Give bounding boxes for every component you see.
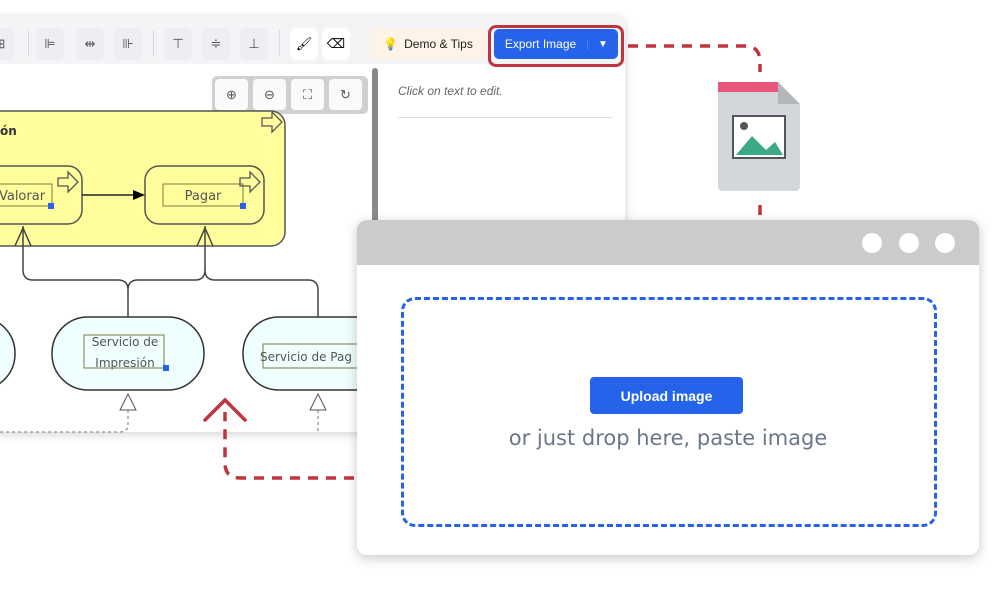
- align-middle-button[interactable]: ≑: [202, 28, 230, 60]
- node-label: Pagar: [185, 189, 222, 204]
- align-center-button[interactable]: ⇹: [76, 28, 104, 60]
- service-label: Servicio de: [92, 335, 158, 349]
- export-image-button[interactable]: Export Image ▼: [494, 29, 618, 59]
- export-label: Export Image: [504, 37, 577, 51]
- service-node: [0, 322, 16, 385]
- eraser-icon[interactable]: ⌫: [322, 28, 350, 60]
- service-label: Servicio de Pag: [260, 350, 352, 364]
- zoom-controls: ⊕ ⊖ ⛶ ↻: [212, 76, 368, 114]
- process-arrow-icon: [57, 110, 283, 194]
- demo-tips-button[interactable]: 💡 Demo & Tips: [370, 28, 486, 60]
- resize-handle: [240, 203, 246, 209]
- node-label: Valorar: [0, 189, 46, 204]
- window-titlebar: [357, 220, 979, 265]
- upload-browser-window: Upload image or just drop here, paste im…: [357, 220, 979, 555]
- image-file-icon: [718, 82, 800, 191]
- drop-instructions: or just drop here, paste image: [508, 426, 828, 450]
- scrollbar[interactable]: [372, 68, 378, 268]
- upload-image-button[interactable]: Upload image: [590, 377, 743, 414]
- align-top-button[interactable]: ⊤: [164, 28, 192, 60]
- divider: [153, 30, 154, 56]
- connectors: [22, 226, 319, 318]
- zoom-out-icon[interactable]: ⊖: [253, 79, 286, 110]
- distribute-button[interactable]: ⊞: [0, 28, 14, 60]
- zoom-in-icon[interactable]: ⊕: [215, 79, 248, 110]
- window-dot: [862, 233, 882, 253]
- text-box: [162, 183, 244, 207]
- fit-screen-icon[interactable]: ⛶: [291, 79, 324, 110]
- divider: [279, 30, 280, 56]
- toolbar: ⊞ ⊫ ⇹ ⊪ ⊤ ≑ ⊥ 🖌 ⌫ 💡 Demo & Tips Export Im…: [0, 16, 625, 64]
- chevron-down-icon[interactable]: ▼: [587, 38, 618, 50]
- divider: [398, 117, 612, 118]
- window-dot: [899, 233, 919, 253]
- align-right-button[interactable]: ⊪: [114, 28, 142, 60]
- resize-handle: [48, 203, 54, 209]
- service-pago: [242, 316, 380, 391]
- text-box: [0, 183, 53, 207]
- arrow-head: [133, 190, 145, 200]
- drop-zone[interactable]: [401, 297, 937, 527]
- reset-zoom-icon[interactable]: ↻: [329, 79, 362, 110]
- align-left-button[interactable]: ⊫: [36, 28, 64, 60]
- align-bottom-button[interactable]: ⊥: [240, 28, 268, 60]
- export-highlight: [488, 25, 624, 67]
- lightbulb-icon: 💡: [383, 37, 399, 51]
- diagram-canvas[interactable]: ón Valorar Pagar Servicio de Impresión S…: [0, 0, 380, 440]
- divider: [28, 30, 29, 56]
- properties-panel: Click on text to edit.: [388, 64, 625, 224]
- group-title: ón: [0, 124, 17, 138]
- service-label: Impresión: [95, 356, 154, 370]
- edit-hint: Click on text to edit.: [398, 84, 503, 98]
- demo-label: Demo & Tips: [404, 37, 473, 51]
- paint-brush-icon[interactable]: 🖌: [290, 28, 318, 60]
- window-dot: [935, 233, 955, 253]
